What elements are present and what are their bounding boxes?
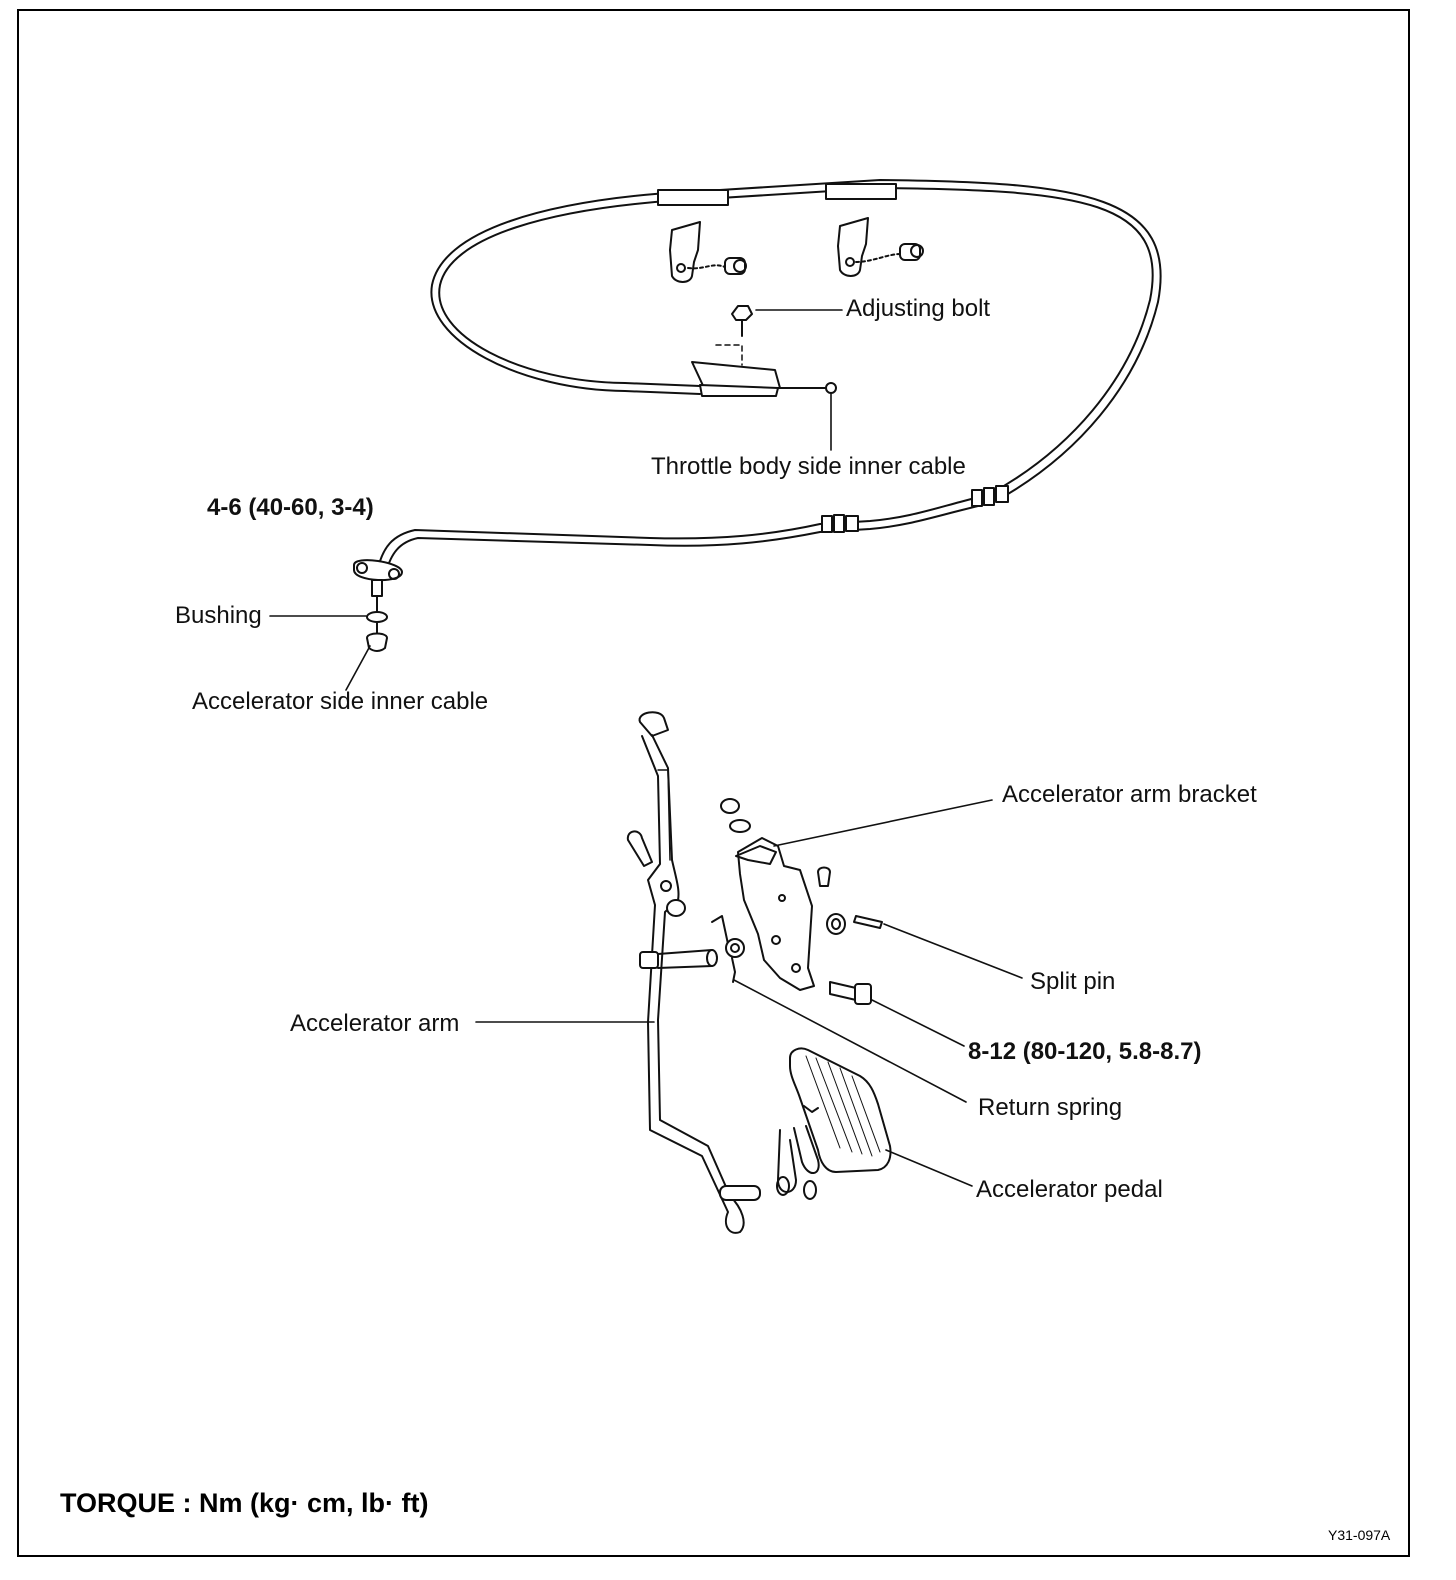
- leader-return-spring: [733, 979, 967, 1103]
- label-torque-cable-flange: 4-6 (40-60, 3-4): [207, 494, 374, 521]
- label-accelerator-side-inner-cable: Accelerator side inner cable: [192, 688, 489, 715]
- torque-units-legend: TORQUE : Nm (kg· cm, lb· ft): [60, 1488, 429, 1518]
- leader-lines: [269, 309, 1023, 1187]
- cable-clamp-left: [669, 221, 747, 283]
- accelerator-arm-bracket-part: [720, 798, 815, 991]
- label-bushing: Bushing: [175, 602, 262, 629]
- label-throttle-body-side-inner-cable: Throttle body side inner cable: [651, 453, 966, 480]
- accelerator-pedal-part: [789, 1047, 892, 1173]
- throttle-cable-bracket: [691, 361, 837, 397]
- pedal-hinge-spring: [776, 1125, 820, 1200]
- washer-part: [826, 913, 846, 935]
- bracket-bolt-part: [829, 981, 872, 1005]
- label-torque-bracket-bolt: 8-12 (80-120, 5.8-8.7): [968, 1038, 1202, 1065]
- label-accelerator-arm: Accelerator arm: [290, 1010, 460, 1037]
- label-return-spring: Return spring: [978, 1094, 1123, 1121]
- accelerator-cable: [377, 179, 1162, 573]
- leader-split-pin: [883, 923, 1023, 979]
- label-split-pin: Split pin: [1030, 968, 1116, 995]
- bracket-small-bolt: [817, 866, 831, 887]
- accelerator-arm-part: [626, 711, 761, 1234]
- return-spring-part: [711, 915, 745, 983]
- leader-torque-bolt: [871, 999, 965, 1047]
- diagram-frame: [17, 9, 1410, 1557]
- cable-adjuster-lower: [821, 514, 859, 533]
- label-adjusting-bolt: Adjusting bolt: [846, 295, 991, 322]
- leader-arm-bracket: [773, 799, 993, 847]
- leader-accel-pedal: [885, 1149, 973, 1187]
- cable-clamp-right: [837, 217, 924, 277]
- cable-adjuster-upper: [971, 485, 1009, 507]
- leader-accel-side-cable: [345, 645, 371, 691]
- bushing-part: [366, 611, 388, 623]
- cable-sleeve-right: [825, 183, 897, 200]
- figure-id: Y31-097A: [1328, 1527, 1391, 1543]
- adjusting-bolt: [715, 305, 753, 366]
- inner-cable-end: [366, 621, 388, 652]
- label-accelerator-pedal: Accelerator pedal: [976, 1176, 1163, 1203]
- cable-sleeve-left: [657, 189, 729, 206]
- label-accelerator-arm-bracket: Accelerator arm bracket: [1002, 781, 1257, 808]
- split-pin-part: [853, 915, 883, 929]
- cable-end-flange: [353, 559, 403, 613]
